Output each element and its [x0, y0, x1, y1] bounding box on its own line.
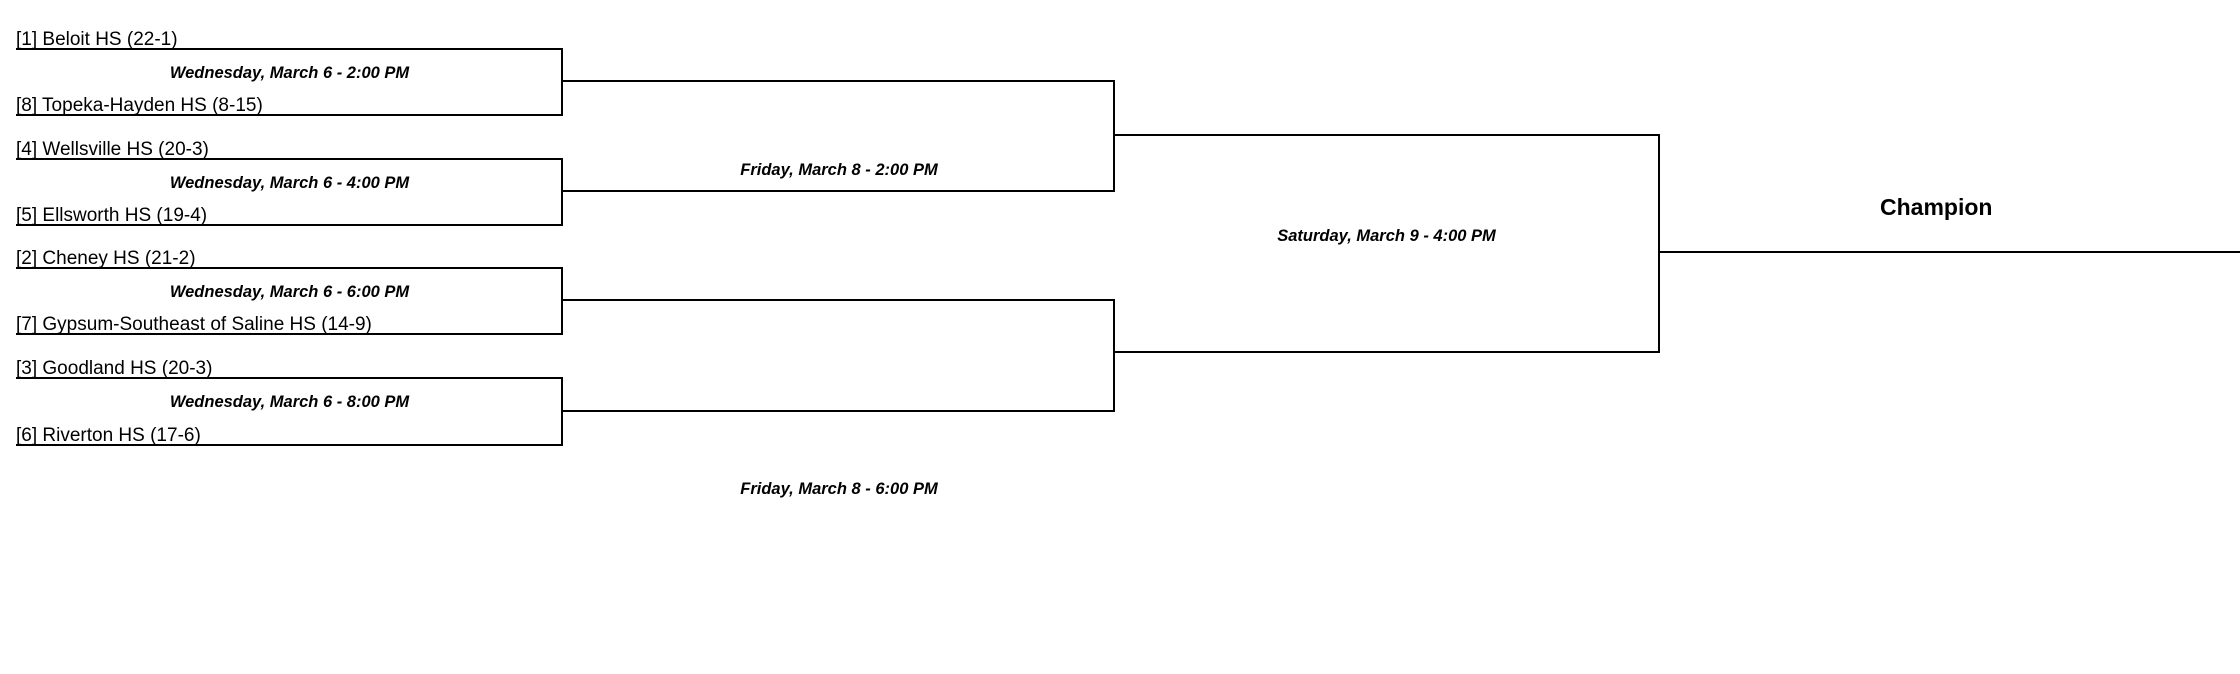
team-slot-3-seed7: [7] Gypsum-Southeast of Saline HS (14-9)	[16, 314, 372, 335]
advance-line-r2g1-to-final	[1113, 134, 1660, 136]
team-slot-4-seed3: [3] Goodland HS (20-3)	[16, 358, 213, 379]
game-bracket-line-r2g1	[1113, 80, 1115, 192]
team-slot-1-seed8: [8] Topeka-Hayden HS (8-15)	[16, 95, 263, 116]
champion-heading: Champion	[1880, 194, 1993, 220]
game-bracket-line-r1g1	[561, 48, 563, 116]
team-underline-3-seed2	[16, 267, 563, 269]
team-underline-1-seed8	[16, 114, 563, 116]
advance-line-r1g2-to-r2g1	[563, 190, 1115, 192]
team-underline-4-seed3	[16, 377, 563, 379]
team-underline-2-seed5	[16, 224, 563, 226]
advance-line-r2g2-to-final	[1113, 351, 1660, 353]
team-slot-1-seed1: [1] Beloit HS (22-1)	[16, 29, 178, 50]
champion-underline	[1658, 251, 2240, 253]
team-slot-2-seed4: [4] Wellsville HS (20-3)	[16, 139, 209, 160]
game-label-r2g2: Friday, March 8 - 6:00 PM	[740, 480, 938, 498]
game-bracket-line-r2g2	[1113, 299, 1115, 412]
game-label-r1g3: Wednesday, March 6 - 6:00 PM	[169, 283, 410, 301]
team-underline-3-seed7	[16, 333, 563, 335]
advance-line-r1g1-to-r2g1	[563, 80, 1115, 82]
team-slot-4-seed6: [6] Riverton HS (17-6)	[16, 425, 201, 446]
game-bracket-line-r1g3	[561, 267, 563, 335]
team-slot-2-seed5: [5] Ellsworth HS (19-4)	[16, 205, 208, 226]
game-label-r1g2: Wednesday, March 6 - 4:00 PM	[169, 174, 410, 192]
game-label-r1g1: Wednesday, March 6 - 2:00 PM	[169, 64, 410, 82]
advance-line-r1g4-to-r2g2	[563, 410, 1115, 412]
game-label-r1g4: Wednesday, March 6 - 8:00 PM	[169, 393, 410, 411]
game-label-r3g1: Saturday, March 9 - 4:00 PM	[1277, 227, 1496, 245]
game-bracket-line-r3g1	[1658, 134, 1660, 353]
game-bracket-line-r1g2	[561, 158, 563, 226]
team-underline-4-seed6	[16, 444, 563, 446]
team-slot-3-seed2: [2] Cheney HS (21-2)	[16, 248, 196, 269]
advance-line-r1g3-to-r2g2	[563, 299, 1115, 301]
game-bracket-line-r1g4	[561, 377, 563, 445]
team-underline-2-seed4	[16, 158, 563, 160]
game-label-r2g1: Friday, March 8 - 2:00 PM	[740, 161, 938, 179]
team-underline-1-seed1	[16, 48, 563, 50]
